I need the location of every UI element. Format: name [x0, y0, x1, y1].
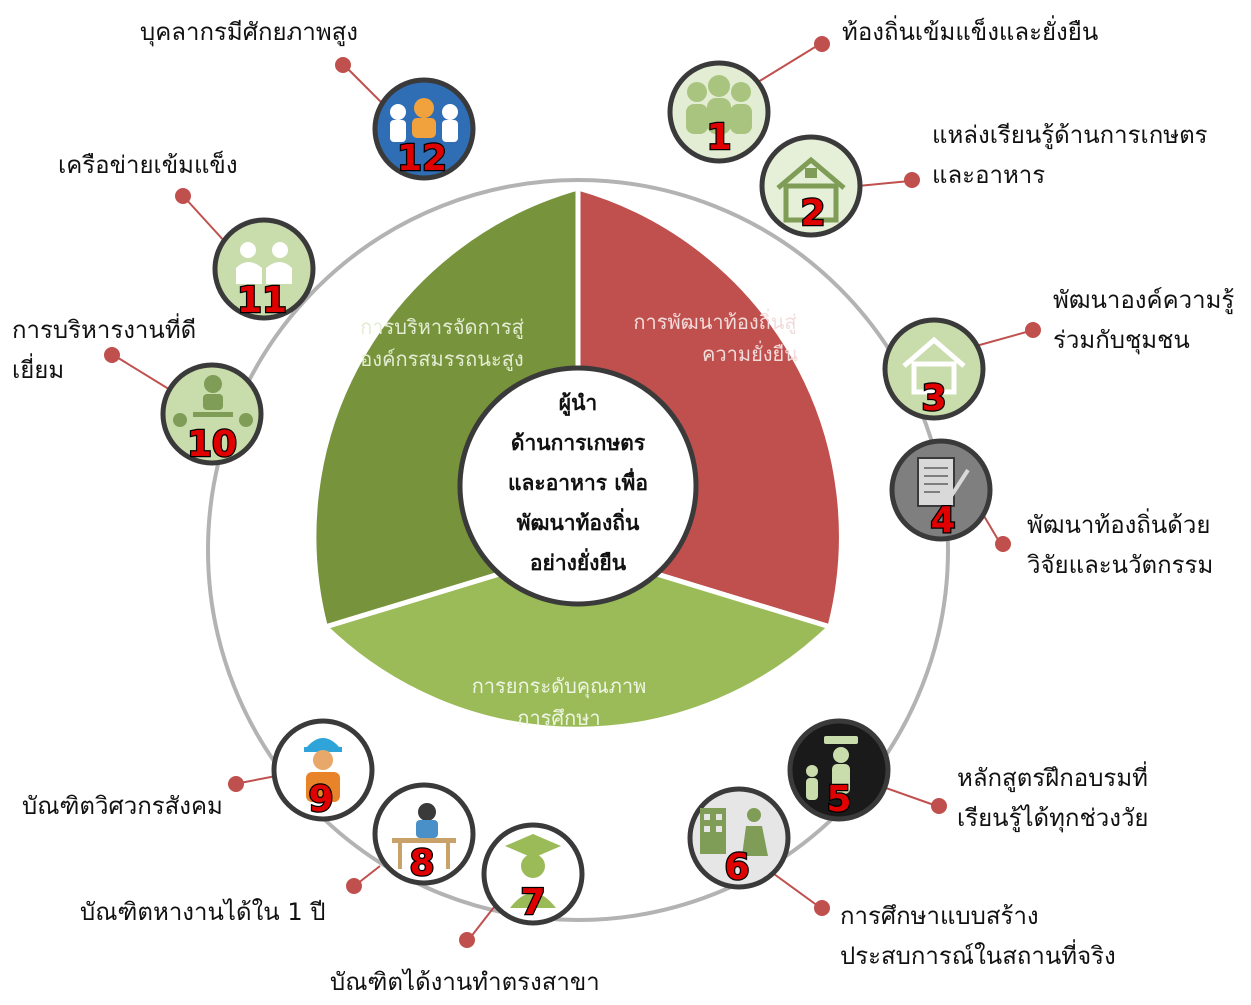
node-number: 7	[520, 882, 545, 923]
connector-dot-12	[335, 57, 351, 73]
node-number: 3	[921, 378, 946, 419]
label-line: เครือข่ายเข้มแข็ง	[58, 151, 238, 179]
node-number: 2	[800, 193, 825, 234]
node-2: 2	[759, 134, 863, 238]
segment-label-line: การบริหารจัดการสู่	[360, 315, 524, 339]
segment-label-line: การยกระดับคุณภาพ	[471, 674, 647, 698]
connector-9	[239, 775, 277, 784]
node-5: 5	[787, 718, 891, 822]
connector-dot-5	[931, 798, 947, 814]
node-number: 5	[826, 779, 851, 820]
label-node-5: หลักสูตรฝึกอบรมที่ เรียนรู้ได้ทุกช่วงวัย	[957, 758, 1148, 838]
label-line: การบริหารงานที่ดี	[12, 316, 197, 344]
label-node-6: การศึกษาแบบสร้าง ประสบการณ์ในสถานที่จริง	[840, 896, 1116, 976]
label-line: เยี่ยม	[12, 356, 65, 384]
node-7: 7	[481, 822, 585, 926]
connector-3	[975, 330, 1031, 347]
handshake-icon	[212, 217, 316, 321]
segment-label-line: การพัฒนาท้องถิ่นสู่	[633, 310, 797, 334]
node-8: 8	[372, 782, 476, 886]
label-line: บัณฑิตได้งานทำตรงสาขา	[330, 968, 600, 996]
center-title-line: ผู้นำ	[558, 391, 598, 415]
node-11: 11	[212, 217, 316, 322]
segment-label-high-performance-org: การบริหารจัดการสู่ องค์กรสมรรถนะสูง	[327, 311, 557, 375]
label-line: เรียนรู้ได้ทุกช่วงวัย	[957, 804, 1149, 832]
center-title-line: ด้านการเกษตร	[510, 431, 646, 455]
center-title-line: และอาหาร เพื่อ	[508, 471, 648, 495]
node-number: 1	[706, 117, 731, 158]
center-title-line: พัฒนาท้องถิ่น	[516, 511, 640, 535]
connector-dot-9	[228, 776, 244, 792]
segment-label-education-quality: การยกระดับคุณภาพ การศึกษา	[444, 670, 674, 734]
label-node-12: บุคลากรมีศักยภาพสูง	[140, 12, 358, 52]
segment-label-line: องค์กรสมรรถนะสูง	[360, 347, 524, 371]
label-line: การศึกษาแบบสร้าง	[840, 902, 1039, 930]
label-line: ประสบการณ์ในสถานที่จริง	[840, 942, 1116, 970]
center-circle	[457, 365, 699, 607]
node-number: 12	[397, 138, 447, 179]
connector-dot-3	[1025, 322, 1041, 338]
label-line: บุคลากรมีศักยภาพสูง	[140, 18, 359, 46]
label-node-2: แหล่งเรียนรู้ด้านการเกษตร และอาหาร	[932, 115, 1208, 195]
connector-dot-7	[459, 932, 475, 948]
label-line: วิจัยและนวัตกรรม	[1027, 551, 1214, 579]
node-10: 10	[160, 362, 264, 466]
node-6: 6	[687, 786, 791, 890]
label-line: หลักสูตรฝึกอบรมที่	[957, 764, 1148, 792]
connector-11	[184, 197, 227, 244]
node-9: 9	[271, 718, 375, 822]
label-line: พัฒนาองค์ความรู้	[1053, 286, 1235, 314]
connector-10	[114, 355, 173, 392]
connector-7	[469, 901, 499, 939]
label-node-8: บัณฑิตหางานได้ใน 1 ปี	[80, 892, 325, 932]
label-node-7: บัณฑิตได้งานทำตรงสาขา	[330, 962, 600, 1002]
node-number: 8	[409, 843, 434, 884]
label-line: บัณฑิตหางานได้ใน 1 ปี	[80, 898, 326, 926]
node-number: 10	[187, 424, 237, 465]
center-title-line: อย่างยั่งยืน	[529, 551, 627, 575]
connector-dot-10	[104, 347, 120, 363]
segment-label-line: การศึกษา	[517, 706, 601, 730]
label-node-9: บัณฑิตวิศวกรสังคม	[22, 786, 223, 826]
label-line: บัณฑิตวิศวกรสังคม	[22, 792, 223, 820]
connector-dot-11	[175, 188, 191, 204]
node-number: 4	[930, 500, 955, 541]
label-node-10: การบริหารงานที่ดี เยี่ยม	[12, 310, 196, 390]
connector-dot-6	[814, 900, 830, 916]
connector-8	[356, 865, 381, 885]
segment-label-line: ความยั่งยืน	[702, 342, 798, 366]
label-line: ร่วมกับชุมชน	[1053, 326, 1190, 354]
connector-2	[857, 180, 911, 187]
node-number: 9	[308, 779, 333, 820]
connector-dot-4	[995, 536, 1011, 552]
node-1: 1	[667, 60, 771, 164]
label-line: พัฒนาท้องถิ่นด้วย	[1027, 511, 1211, 539]
node-number: 11	[237, 280, 287, 321]
community-house-icon	[882, 317, 986, 421]
segment-education-quality	[320, 547, 835, 732]
label-node-1: ท้องถิ่นเข้มแข็งและยั่งยืน	[842, 12, 1098, 52]
node-number: 6	[724, 847, 749, 888]
node-4: 4	[889, 438, 993, 542]
node-3: 3	[882, 317, 986, 421]
center-title: ผู้นำ ด้านการเกษตร และอาหาร เพื่อ พัฒนาท…	[470, 383, 686, 583]
label-node-3: พัฒนาองค์ความรู้ ร่วมกับชุมชน	[1053, 280, 1234, 360]
label-line: และอาหาร	[932, 161, 1046, 189]
label-line: ท้องถิ่นเข้มแข็งและยั่งยืน	[842, 18, 1099, 46]
connector-5	[885, 787, 935, 806]
connector-12	[346, 67, 383, 104]
outer-ring	[206, 178, 950, 922]
connector-dot-2	[904, 172, 920, 188]
connector-6	[773, 873, 819, 907]
segment-label-sustainable-development: การพัฒนาท้องถิ่นสู่ ความยั่งยืน	[600, 306, 830, 370]
label-line: แหล่งเรียนรู้ด้านการเกษตร	[932, 121, 1208, 149]
node-12: 12	[372, 77, 476, 181]
connector-dot-1	[814, 36, 830, 52]
label-node-11: เครือข่ายเข้มแข็ง	[58, 145, 238, 185]
label-node-4: พัฒนาท้องถิ่นด้วย วิจัยและนวัตกรรม	[1027, 505, 1213, 585]
connector-1	[757, 43, 821, 83]
connector-dot-8	[346, 878, 362, 894]
